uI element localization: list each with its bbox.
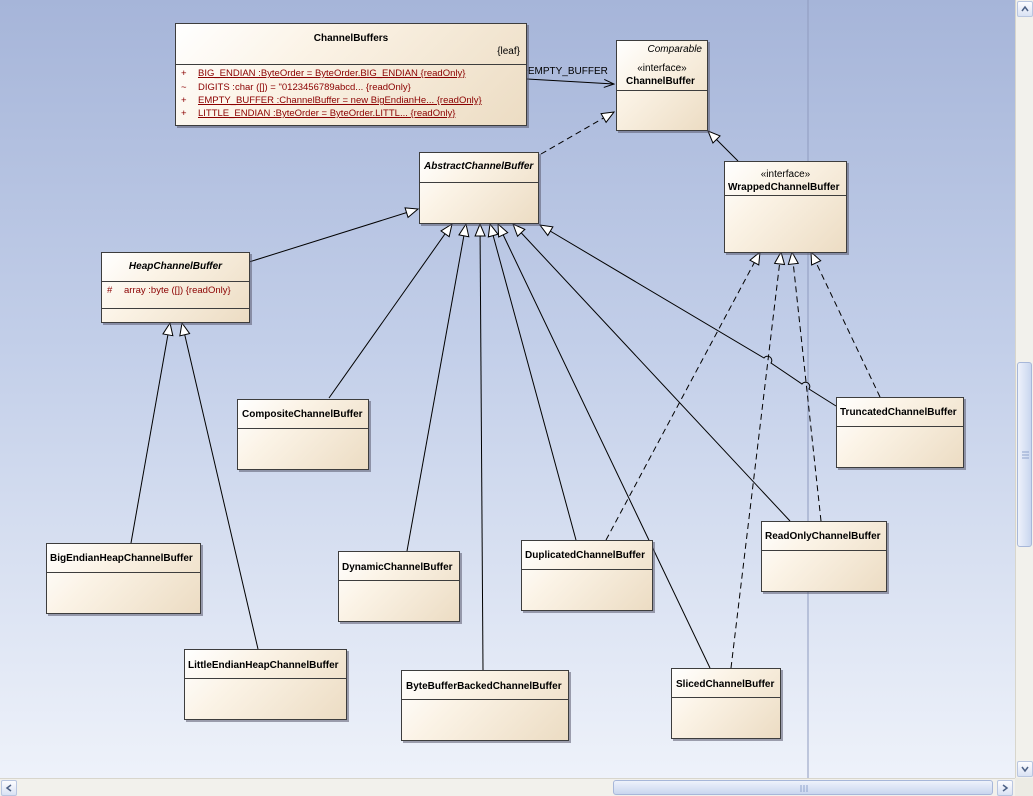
class-header: SlicedChannelBuffer [672, 669, 780, 698]
class-header: Comparable «interface» ChannelBuffer [617, 41, 707, 91]
diagram-canvas[interactable]: +EMPTY_BUFFER ChannelBuffers {leaf} + BI… [0, 0, 1015, 778]
class-header: HeapChannelBuffer [102, 253, 249, 282]
attribute-row[interactable]: + LITTLE_ENDIAN :ByteOrder = ByteOrder.L… [176, 107, 526, 120]
class-truncated-channel-buffer[interactable]: TruncatedChannelBuffer [836, 397, 964, 468]
class-header: CompositeChannelBuffer [238, 400, 368, 429]
scrollbar-corner [1015, 778, 1033, 796]
class-dynamic-channel-buffer[interactable]: DynamicChannelBuffer [338, 551, 460, 622]
connector-layer [130, 0, 881, 778]
class-little-endian-heap-channel-buffer[interactable]: LittleEndianHeapChannelBuffer [184, 649, 347, 720]
class-header: ReadOnlyChannelBuffer [762, 522, 886, 551]
attribute-visibility: + [181, 68, 187, 79]
arrow-down-icon [1021, 766, 1029, 773]
class-header: ByteBufferBackedChannelBuffer [402, 671, 568, 700]
attribute-row[interactable]: + EMPTY_BUFFER :ChannelBuffer = new BigE… [176, 94, 526, 107]
grip-icon [1022, 451, 1029, 459]
class-byte-buffer-backed-channel-buffer[interactable]: ByteBufferBackedChannelBuffer [401, 670, 569, 741]
class-header: DuplicatedChannelBuffer [522, 541, 652, 570]
realization-sliced-to-wrapped[interactable] [730, 252, 781, 669]
horizontal-scroll-thumb[interactable] [613, 780, 993, 795]
generalization-duplicated-to-abstract[interactable] [490, 224, 577, 541]
generalization-sliced-to-abstract[interactable] [498, 224, 711, 669]
class-header: ChannelBuffers {leaf} [176, 24, 526, 65]
arrow-right-icon [1002, 784, 1009, 792]
class-header: «interface» WrappedChannelBuffer [725, 162, 846, 196]
scroll-up-button[interactable] [1017, 1, 1033, 17]
realization-readonly-to-wrapped[interactable] [792, 252, 822, 522]
class-big-endian-heap-channel-buffer[interactable]: BigEndianHeapChannelBuffer [46, 543, 201, 614]
stereotype-label: «interface» [760, 169, 811, 180]
class-read-only-channel-buffer[interactable]: ReadOnlyChannelBuffer [761, 521, 887, 592]
scroll-right-button[interactable] [997, 780, 1013, 796]
scroll-down-button[interactable] [1017, 761, 1033, 777]
leaf-tag: {leaf} [497, 46, 520, 57]
horizontal-scrollbar[interactable] [0, 778, 1015, 796]
realization-duplicated-to-wrapped[interactable] [605, 252, 760, 541]
comparable-label: Comparable [647, 44, 702, 55]
generalization-bigendian-to-heap[interactable] [130, 323, 170, 544]
class-name: BigEndianHeapChannelBuffer [50, 553, 193, 564]
generalization-littleendian-to-heap[interactable] [182, 323, 259, 650]
class-name: ReadOnlyChannelBuffer [765, 531, 881, 542]
class-name: ChannelBuffers [313, 33, 389, 44]
class-name: HeapChannelBuffer [128, 261, 223, 272]
class-header: BigEndianHeapChannelBuffer [47, 544, 200, 573]
realization-abstract-to-channelbuffer[interactable] [540, 112, 614, 155]
realization-truncated-to-wrapped[interactable] [811, 252, 881, 398]
generalization-truncated-to-abstract[interactable] [540, 225, 837, 407]
attribute-text: EMPTY_BUFFER :ChannelBuffer = new BigEnd… [198, 95, 482, 106]
attribute-row[interactable]: ~ DIGITS :char ([]) = "0123456789abcd...… [176, 81, 526, 94]
attribute-row[interactable]: + BIG_ENDIAN :ByteOrder = ByteOrder.BIG_… [176, 67, 526, 80]
generalization-composite-to-abstract[interactable] [328, 224, 452, 399]
class-header: TruncatedChannelBuffer [837, 398, 963, 427]
attribute-visibility: ~ [181, 82, 187, 93]
class-name: ByteBufferBackedChannelBuffer [406, 681, 562, 692]
stereotype-label: «interface» [637, 63, 687, 74]
class-name: TruncatedChannelBuffer [840, 407, 957, 418]
class-sliced-channel-buffer[interactable]: SlicedChannelBuffer [671, 668, 781, 739]
class-heap-channel-buffer[interactable]: HeapChannelBuffer # array :byte ([]) {re… [101, 252, 250, 323]
arrow-left-icon [5, 784, 12, 792]
class-name: ChannelBuffer [626, 76, 695, 87]
grip-icon [800, 785, 808, 792]
class-wrapped-channel-buffer[interactable]: «interface» WrappedChannelBuffer [724, 161, 847, 253]
arrow-up-icon [1021, 5, 1029, 12]
attribute-row[interactable]: # array :byte ([]) {readOnly} [102, 284, 249, 297]
attribute-text: array :byte ([]) {readOnly} [124, 285, 231, 296]
attribute-text: LITTLE_ENDIAN :ByteOrder = ByteOrder.LIT… [198, 108, 456, 119]
vertical-scroll-thumb[interactable] [1017, 362, 1032, 547]
vertical-scrollbar[interactable] [1015, 0, 1033, 778]
scroll-left-button[interactable] [1, 780, 17, 796]
generalization-bytebuffer-to-abstract[interactable] [480, 224, 483, 671]
association-label: +EMPTY_BUFFER [522, 66, 608, 77]
attribute-text: DIGITS :char ([]) = "0123456789abcd... {… [198, 82, 411, 93]
class-channel-buffer[interactable]: Comparable «interface» ChannelBuffer [616, 40, 708, 131]
class-name: SlicedChannelBuffer [676, 679, 775, 690]
generalization-dynamic-to-abstract[interactable] [406, 224, 466, 552]
association-empty-buffer[interactable] [526, 78, 614, 84]
attributes-section: # array :byte ([]) {readOnly} [102, 282, 249, 309]
class-name: DuplicatedChannelBuffer [525, 550, 646, 561]
attribute-visibility: + [181, 108, 187, 119]
attribute-visibility: # [107, 285, 113, 296]
generalization-heap-to-abstract[interactable] [248, 209, 418, 263]
class-header: AbstractChannelBuffer [420, 153, 538, 183]
class-abstract-channel-buffer[interactable]: AbstractChannelBuffer [419, 152, 539, 224]
class-name: CompositeChannelBuffer [242, 409, 363, 420]
attribute-text: BIG_ENDIAN :ByteOrder = ByteOrder.BIG_EN… [198, 68, 466, 79]
class-duplicated-channel-buffer[interactable]: DuplicatedChannelBuffer [521, 540, 653, 611]
attribute-visibility: + [181, 95, 187, 106]
class-name: AbstractChannelBuffer [424, 161, 534, 172]
class-header: DynamicChannelBuffer [339, 552, 459, 581]
class-header: LittleEndianHeapChannelBuffer [185, 650, 346, 679]
class-name: LittleEndianHeapChannelBuffer [188, 660, 339, 671]
generalization-readonly-to-abstract[interactable] [513, 224, 791, 522]
generalization-wrapped-to-channelbuffer[interactable] [708, 131, 739, 162]
class-composite-channel-buffer[interactable]: CompositeChannelBuffer [237, 399, 369, 470]
class-name: DynamicChannelBuffer [342, 562, 453, 573]
class-name: WrappedChannelBuffer [728, 182, 840, 193]
class-channel-buffers[interactable]: ChannelBuffers {leaf} + BIG_ENDIAN :Byte… [175, 23, 527, 126]
